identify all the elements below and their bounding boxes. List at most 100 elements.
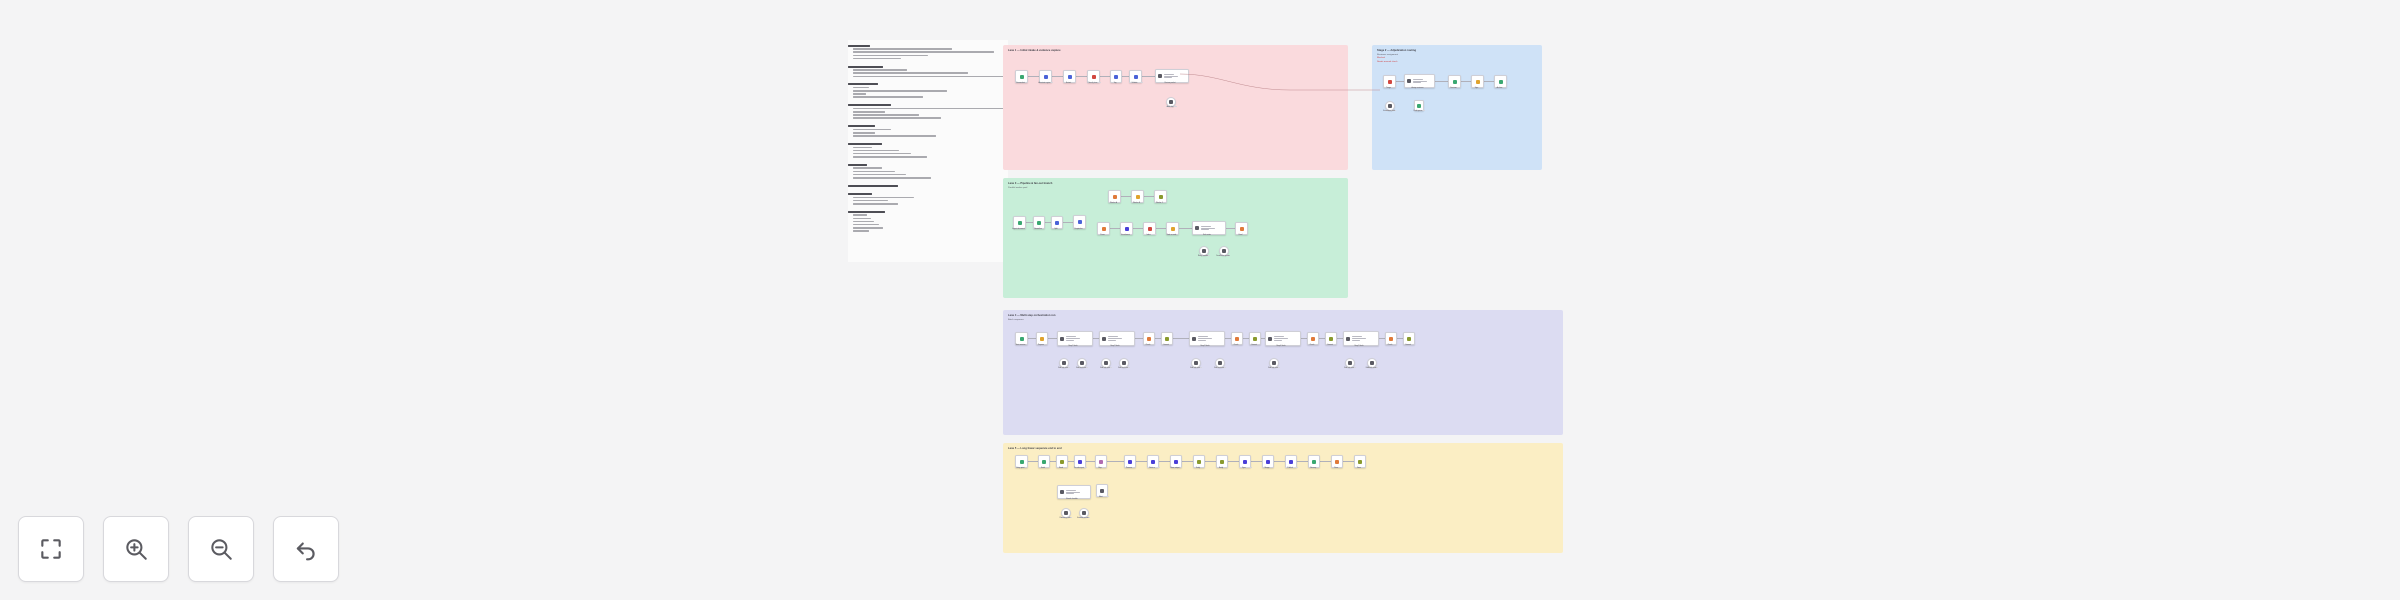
node-y-done[interactable] <box>1354 455 1366 468</box>
node-y-alert[interactable] <box>1095 484 1109 498</box>
node-label: Worker C <box>1155 202 1164 205</box>
node-classify[interactable] <box>1086 70 1101 84</box>
node-check-b[interactable] <box>1231 332 1243 345</box>
node-check-c[interactable] <box>1307 332 1319 345</box>
node-sub-c2[interactable] <box>1214 358 1226 369</box>
node-check-d[interactable] <box>1385 332 1397 345</box>
node-commit-a[interactable] <box>1161 332 1173 345</box>
node-y-merge[interactable] <box>1262 455 1274 468</box>
node-label: Sub task one <box>1058 367 1068 370</box>
lane-panel-lane-yellow[interactable]: Lane 5 — Long linear sequence end to end… <box>1003 443 1563 553</box>
node-sub-b2[interactable] <box>1118 358 1130 369</box>
node-index[interactable] <box>1142 222 1157 236</box>
node-y-publish[interactable] <box>1284 455 1298 469</box>
node-y-sub1[interactable] <box>1060 508 1072 519</box>
node-step3-group[interactable] <box>1189 331 1225 346</box>
node-annotate[interactable] <box>1038 70 1053 84</box>
node-label: Final <box>1238 234 1243 237</box>
node-step4-group[interactable] <box>1265 331 1301 346</box>
node-y-verify[interactable] <box>1193 455 1205 468</box>
node-sub-a2[interactable] <box>1076 358 1088 369</box>
node-base-shadow <box>1366 367 1378 369</box>
node-enrich[interactable] <box>1120 222 1133 235</box>
doc-heading-line <box>848 163 868 166</box>
node-detail-line <box>1197 339 1206 341</box>
node-validate[interactable] <box>1128 70 1143 84</box>
node-commit-d[interactable] <box>1403 332 1415 345</box>
node-step1-group[interactable] <box>1057 331 1093 346</box>
node-screenshot[interactable] <box>1015 70 1028 83</box>
node-sub-d1[interactable] <box>1268 358 1280 369</box>
reset-button[interactable] <box>273 516 339 582</box>
node-worker-b[interactable] <box>1131 190 1144 203</box>
node-y-decode[interactable] <box>1073 455 1087 469</box>
document-column[interactable] <box>848 40 1008 262</box>
node-y-reduce[interactable] <box>1146 455 1160 469</box>
node-extract[interactable] <box>1063 70 1076 83</box>
node-triage[interactable] <box>1383 75 1396 88</box>
zoom-out-button[interactable] <box>188 516 254 582</box>
doc-text-line <box>853 152 911 155</box>
node-escalation[interactable] <box>1384 101 1396 112</box>
node-retry[interactable] <box>1198 246 1210 257</box>
node-split[interactable] <box>1051 216 1063 229</box>
node-prepare[interactable] <box>1036 332 1048 345</box>
node-start[interactable] <box>1015 332 1028 345</box>
node-sub-c1[interactable] <box>1190 358 1202 369</box>
node-y-entry[interactable] <box>1015 455 1028 468</box>
doc-text-line <box>853 48 953 50</box>
node-worker-a[interactable] <box>1108 190 1121 203</box>
fit-to-screen-button[interactable] <box>18 516 84 582</box>
node-y-notify[interactable] <box>1216 455 1228 468</box>
node-commit-c[interactable] <box>1325 332 1337 345</box>
node-type-icon <box>1077 220 1082 224</box>
zoom-in-button[interactable] <box>103 516 169 582</box>
node-sub-e2[interactable] <box>1366 358 1378 369</box>
node-y-sub2[interactable] <box>1078 508 1090 519</box>
node-archive[interactable] <box>1494 75 1507 88</box>
node-step2-group[interactable] <box>1099 331 1135 346</box>
node-sub-b1[interactable] <box>1100 358 1112 369</box>
node-sub-e1[interactable] <box>1344 358 1356 369</box>
node-audit-log[interactable] <box>1165 97 1177 108</box>
node-y-process[interactable] <box>1124 455 1136 468</box>
node-y-branch[interactable] <box>1057 485 1091 499</box>
node-sink-group[interactable] <box>1192 221 1226 235</box>
node-y-store[interactable] <box>1170 455 1182 468</box>
lane-panel-lane-pink[interactable]: Lane 1 — Initial intake & evidence captu… <box>1003 45 1348 170</box>
node-sign[interactable] <box>1471 75 1484 88</box>
node-emit[interactable] <box>1166 222 1179 235</box>
node-hold-queue[interactable] <box>1413 100 1425 112</box>
node-y-close[interactable] <box>1331 455 1343 468</box>
node-type-icon <box>1122 361 1126 365</box>
node-assign-group[interactable] <box>1404 74 1435 88</box>
node-review-group[interactable] <box>1155 69 1189 83</box>
zoom-toolbar[interactable] <box>18 516 339 582</box>
node-check-a[interactable] <box>1143 332 1155 345</box>
node-normalize[interactable] <box>1033 216 1045 229</box>
node-base-shadow <box>1128 82 1143 84</box>
node-final[interactable] <box>1235 222 1248 235</box>
node-y-sync[interactable] <box>1238 455 1252 469</box>
node-sub-a1[interactable] <box>1058 358 1070 369</box>
node-deadletter[interactable] <box>1218 246 1230 257</box>
node-step5-group[interactable] <box>1343 331 1379 346</box>
doc-heading-line <box>848 184 898 187</box>
node-y-fetch[interactable] <box>1038 455 1050 468</box>
node-commit-b[interactable] <box>1249 332 1261 345</box>
node-base-shadow <box>1146 467 1160 469</box>
node-ingest[interactable] <box>1013 216 1026 229</box>
node-y-cleanup[interactable] <box>1308 455 1320 468</box>
node-decision[interactable] <box>1448 75 1461 88</box>
node-worker-c[interactable] <box>1154 190 1167 203</box>
node-y-read[interactable] <box>1056 455 1068 468</box>
node-dispatch[interactable] <box>1073 215 1086 229</box>
node-y-map[interactable] <box>1095 455 1107 468</box>
node-parse[interactable] <box>1097 222 1110 235</box>
node-tag[interactable] <box>1110 70 1122 83</box>
node-detail-line <box>1200 225 1211 227</box>
